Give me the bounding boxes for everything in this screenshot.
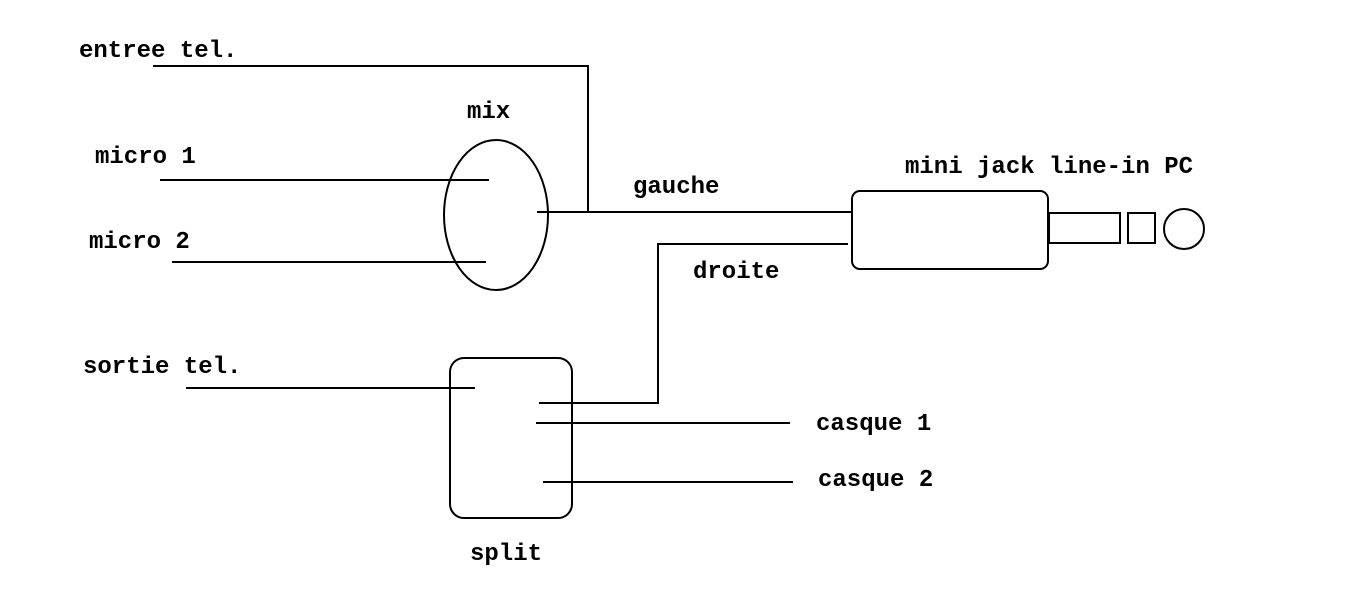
jack-tip: [1163, 208, 1205, 250]
label-split: split: [470, 541, 542, 568]
jack-sleeve: [1048, 212, 1121, 244]
wire-entree-tel: [153, 65, 589, 212]
label-droite: droite: [693, 259, 779, 286]
label-micro-2: micro 2: [89, 229, 190, 256]
mix-node: [443, 139, 549, 291]
label-entree-tel: entree tel.: [79, 38, 237, 65]
wire-droite: [539, 243, 848, 404]
jack-ring: [1127, 212, 1156, 244]
label-sortie-tel: sortie tel.: [83, 354, 241, 381]
label-gauche: gauche: [633, 174, 719, 201]
label-micro-1: micro 1: [95, 144, 196, 171]
label-mix: mix: [467, 99, 510, 126]
split-node: [449, 357, 573, 519]
label-casque-1: casque 1: [816, 411, 931, 438]
jack-body: [851, 190, 1049, 270]
label-mini-jack: mini jack line-in PC: [905, 154, 1193, 181]
label-casque-2: casque 2: [818, 467, 933, 494]
